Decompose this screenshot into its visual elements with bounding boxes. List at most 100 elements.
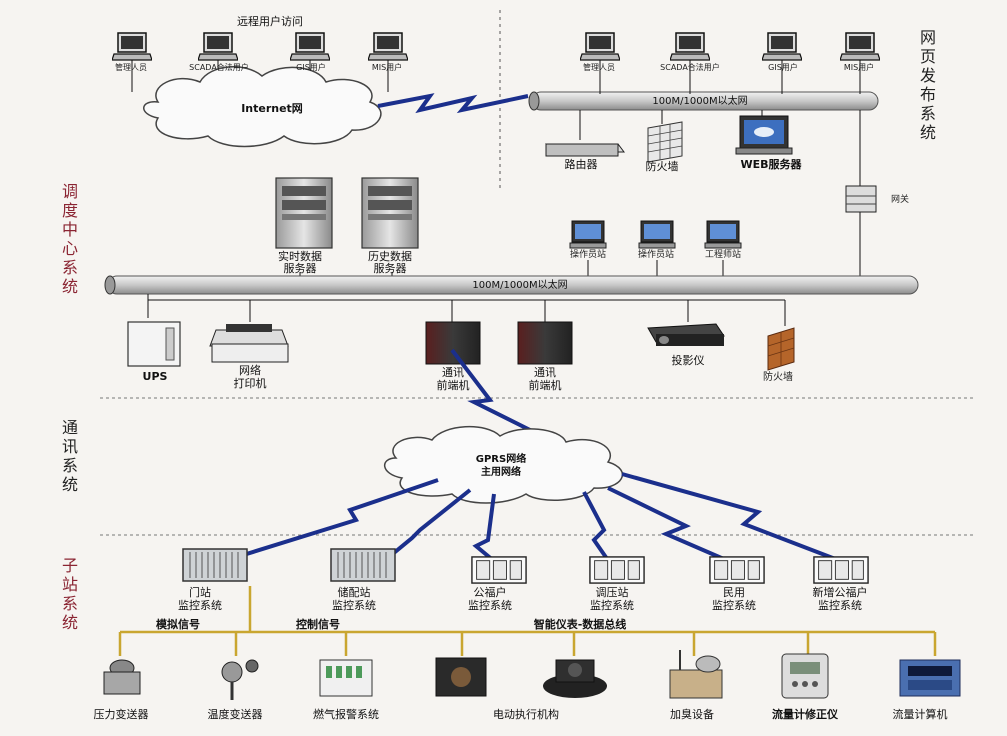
computer-icon <box>670 32 710 61</box>
web-bus-label: 100M/1000M以太网 <box>652 96 748 107</box>
web-firewall-label: 防火墙 <box>645 160 679 173</box>
operator-station-icon <box>569 220 607 249</box>
section-substation: 子站系统 <box>61 556 78 632</box>
history-server-label-1: 历史数据 <box>368 250 412 263</box>
fep2-label-1: 通讯 <box>534 366 556 379</box>
gas-alarm-icon <box>319 659 373 697</box>
gate-station-rack-icon <box>182 548 248 582</box>
remote-user-label: MIS用户 <box>371 63 403 72</box>
router-icon <box>545 143 625 157</box>
storage-station-rack-icon <box>330 548 396 582</box>
gateway-icon <box>845 185 877 213</box>
section-dispatch-center: 调度中心系统 <box>61 182 78 296</box>
wireless-link-icon <box>621 472 839 562</box>
temperature-transmitter-icon <box>221 659 259 700</box>
device-label: 加臭设备 <box>670 708 714 721</box>
flow-computer-icon <box>899 659 961 697</box>
device-label: 电动执行机构 <box>493 708 559 721</box>
device-label: 流量计算机 <box>892 708 948 721</box>
computer-icon <box>580 32 620 61</box>
wireless-link-icon <box>450 348 551 442</box>
remote-user-label: SCADA合法用户 <box>189 63 249 72</box>
engineer-station-icon <box>704 220 742 249</box>
realtime-server-label-2: 服务器 <box>283 262 317 275</box>
projector-label: 投影仪 <box>671 354 705 367</box>
gprs-label-1: GPRS网络 <box>475 454 527 465</box>
pressure-transmitter-icon <box>103 659 141 695</box>
substation-box-icon <box>709 556 765 584</box>
substation-box-icon <box>813 556 869 584</box>
wireless-link-icon <box>377 93 529 114</box>
substation-label-2: 监控系统 <box>818 599 862 612</box>
substation-label-2: 监控系统 <box>468 599 512 612</box>
valve-actuator-icon <box>543 659 607 698</box>
gprs-label-2: 主用网络 <box>481 467 521 478</box>
center-bus-label: 100M/1000M以太网 <box>472 280 568 291</box>
substation-box-icon <box>471 556 527 584</box>
center-firewall-label: 防火墙 <box>763 372 793 383</box>
router-label: 路由器 <box>564 158 598 171</box>
substation-label-1: 新增公福户 <box>812 586 868 599</box>
substation-label-1: 公福户 <box>473 586 507 599</box>
printer-label-1: 网络 <box>239 364 261 377</box>
web-server-label: WEB服务器 <box>740 158 802 171</box>
web-user-label: MIS用户 <box>843 63 875 72</box>
device-label: 流量计修正仪 <box>772 708 838 721</box>
substation-label-2: 监控系统 <box>178 599 222 612</box>
substation-label-1: 门站 <box>189 586 211 599</box>
substation-box-icon <box>589 556 645 584</box>
internet-cloud-label: Internet网 <box>241 102 303 115</box>
remote-access-title: 远程用户访问 <box>237 15 303 28</box>
section-web-publish: 网页发布系统 <box>919 28 936 142</box>
projector-icon <box>647 323 725 346</box>
web-users-group <box>580 32 880 94</box>
computer-icon <box>290 32 330 61</box>
internet-cloud <box>143 66 382 148</box>
computer-icon <box>840 32 880 61</box>
printer-icon <box>209 324 289 363</box>
web-user-label: 管理人员 <box>583 63 615 72</box>
computer-icon <box>112 32 152 61</box>
computer-icon <box>762 32 802 61</box>
field-bus-label: 智能仪表-数据总线 <box>533 618 627 631</box>
operator-station-label: 操作员站 <box>569 250 606 260</box>
gprs-cloud <box>384 426 623 504</box>
substation-label-1: 民用 <box>723 586 745 599</box>
computer-icon <box>368 32 408 61</box>
electric-actuator-icon <box>435 657 487 697</box>
computer-icon <box>198 32 238 61</box>
substation-label-2: 监控系统 <box>332 599 376 612</box>
fep1-label-1: 通讯 <box>442 366 464 379</box>
firewall-icon <box>767 327 795 371</box>
firewall-icon <box>647 121 683 163</box>
substation-label-1: 调压站 <box>595 586 629 599</box>
web-server-icon <box>735 115 793 155</box>
ups-icon <box>127 321 181 367</box>
remote-user-label: 管理人员 <box>115 63 147 72</box>
ups-label: UPS <box>142 370 168 383</box>
history-server-label-2: 服务器 <box>373 262 407 275</box>
flow-corrector-icon <box>781 653 829 699</box>
wireless-link-icon <box>239 478 439 558</box>
fep1-label-2: 前端机 <box>436 379 470 392</box>
substation-label-1: 储配站 <box>337 586 371 599</box>
field-bus <box>118 586 937 656</box>
wireless-link-icon <box>607 486 741 568</box>
wireless-link-icon <box>472 493 502 568</box>
wireless-link-icon <box>582 491 614 568</box>
device-label: 压力变送器 <box>93 708 149 721</box>
web-user-label: SCADA合法用户 <box>660 63 720 72</box>
front-end-processor-icon <box>425 321 481 365</box>
engineer-station-label: 工程师站 <box>704 250 741 260</box>
control-signal-label: 控制信号 <box>296 618 340 631</box>
substation-label-2: 监控系统 <box>590 599 634 612</box>
device-label: 燃气报警系统 <box>313 708 379 721</box>
remote-user-label: GIS用户 <box>296 63 326 72</box>
operator-station-label: 操作员站 <box>637 250 674 260</box>
odorizer-icon <box>669 650 723 699</box>
device-label: 温度变送器 <box>207 708 263 721</box>
substation-label-2: 监控系统 <box>712 599 756 612</box>
printer-label-2: 打印机 <box>233 377 267 390</box>
fep2-label-2: 前端机 <box>528 379 562 392</box>
